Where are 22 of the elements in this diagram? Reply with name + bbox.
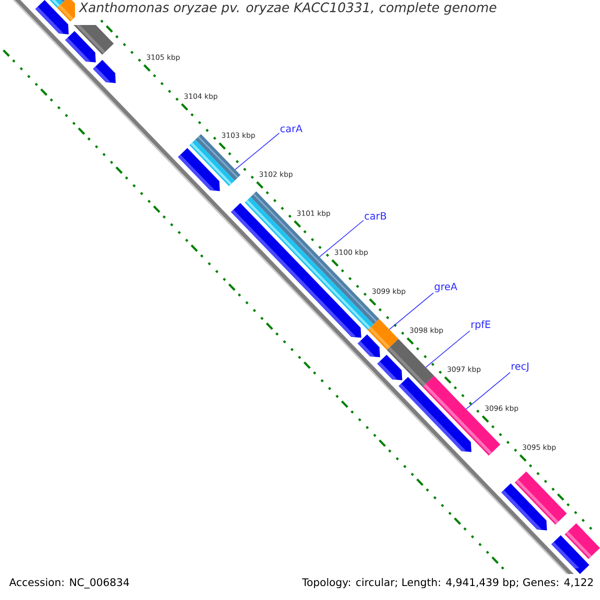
- gene-label: carA: [280, 124, 302, 132]
- gene-label: greA: [434, 282, 458, 292]
- gene-bar: [93, 60, 116, 84]
- gene-label: recJ: [512, 362, 528, 372]
- gene-bar: [57, 0, 75, 22]
- leader-line: [466, 372, 511, 410]
- leader-line: [388, 292, 434, 330]
- title: Xanthomonas oryzae pv. oryzae KACC10331, complete genome: [76, 0, 500, 18]
- gene-bar: [377, 354, 402, 380]
- gene-bar: [398, 376, 472, 452]
- leader-line: [425, 330, 470, 368]
- gene-bar: [501, 483, 547, 530]
- leader-line: [319, 220, 364, 258]
- gene-bar: [358, 334, 380, 358]
- gene-label: rpfE: [472, 320, 490, 330]
- genome-info-text: Topology: circular; Length: 4,941,439 bp; Genes: 4,122: [302, 578, 593, 588]
- accession-text: Accession: NC_006834: [9, 578, 130, 588]
- gene-bar: [178, 148, 220, 192]
- gene-bar: [551, 535, 590, 574]
- gene-bar: [65, 31, 96, 62]
- gene-label: carB: [364, 212, 386, 220]
- leader-line: [234, 132, 280, 170]
